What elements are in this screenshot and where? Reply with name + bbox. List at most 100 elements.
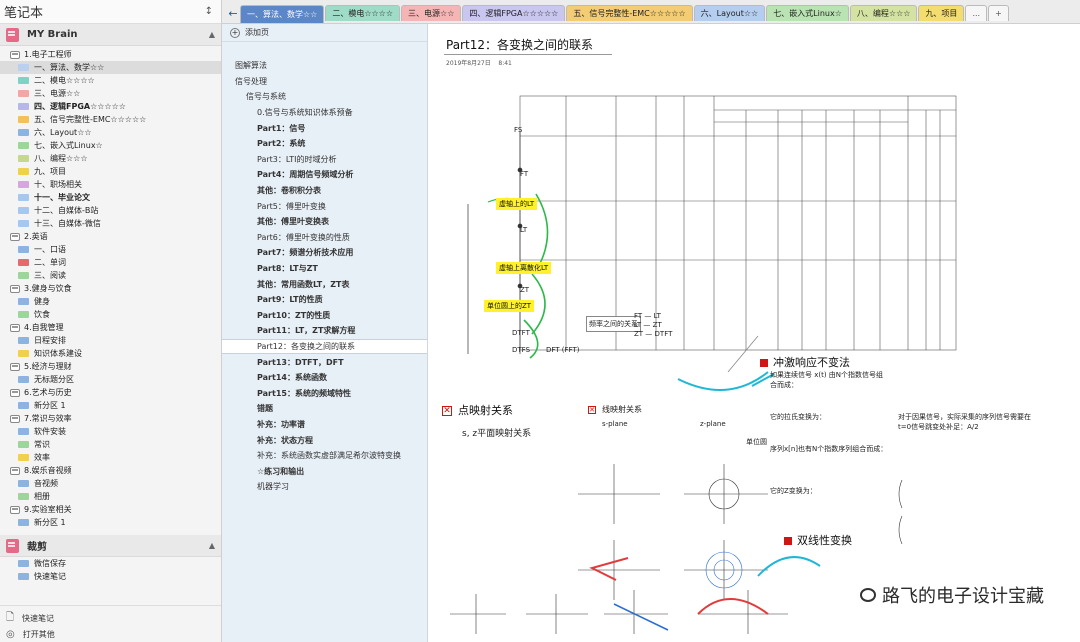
collapse-icon[interactable]: ▲	[208, 30, 215, 39]
section-item[interactable]: 微信保存	[0, 557, 221, 570]
note-canvas[interactable]: Part12：各变换之间的联系 2019年8月27日 8:41	[428, 24, 1080, 642]
notebook-clip[interactable]: 裁剪 ▲	[0, 535, 221, 557]
section-item[interactable]: 六、Layout☆☆	[0, 126, 221, 139]
page-item[interactable]: Part14：系统函数	[257, 373, 327, 383]
more-tabs-button[interactable]: ...	[965, 5, 988, 21]
page-item[interactable]: Part7：频谱分析技术应用	[257, 248, 354, 258]
add-page-button[interactable]: + 添加页	[222, 24, 427, 42]
checkbox-icon[interactable]: ✕	[588, 405, 596, 414]
section-tab-icon	[18, 64, 29, 71]
back-icon[interactable]: ←	[228, 6, 238, 20]
section-item[interactable]: 九、项目	[0, 165, 221, 178]
section-item[interactable]: 一、口语	[0, 243, 221, 256]
section-item[interactable]: 饮食	[0, 308, 221, 321]
page-item[interactable]: Part2：系统	[257, 139, 306, 149]
page-title[interactable]: Part12：各变换之间的联系	[446, 38, 593, 52]
page-item[interactable]: 信号处理	[235, 76, 267, 86]
page-item[interactable]: Part8：LT与ZT	[257, 264, 318, 274]
section-tab[interactable]: 七、嵌入式Linux☆	[766, 5, 849, 21]
page-item[interactable]: Part5：傅里叶变换	[257, 201, 326, 211]
section-tab[interactable]: 四、逻辑FPGA☆☆☆☆☆	[462, 5, 566, 21]
page-item[interactable]: Part15：系统的频域特性	[257, 388, 351, 398]
section-item[interactable]: 知识体系建设	[0, 347, 221, 360]
section-item[interactable]: 健身	[0, 295, 221, 308]
section-item[interactable]: 二、单词	[0, 256, 221, 269]
section-tab[interactable]: 三、电源☆☆	[401, 5, 462, 21]
section-tab[interactable]: 六、Layout☆☆	[693, 5, 766, 21]
page-item[interactable]: Part9：LT的性质	[257, 295, 323, 305]
section-group[interactable]: 2.英语	[0, 230, 221, 243]
section-group-icon	[10, 50, 20, 59]
section-item[interactable]: 新分区 1	[0, 399, 221, 412]
section-item[interactable]: 五、信号完整性-EMC☆☆☆☆☆	[0, 113, 221, 126]
section-item[interactable]: 十三、自媒体-微信	[0, 217, 221, 230]
open-other-link[interactable]: ◎打开其他	[6, 626, 221, 642]
open-icon: ◎	[6, 628, 15, 640]
page-item[interactable]: 补充：状态方程	[257, 435, 313, 445]
section-item[interactable]: 十、职场相关	[0, 178, 221, 191]
section-tab[interactable]: 八、编程☆☆☆	[849, 5, 918, 21]
section-item[interactable]: 新分区 1	[0, 516, 221, 529]
page-item[interactable]: 图解算法	[235, 61, 267, 71]
page-item[interactable]: Part1：信号	[257, 123, 306, 133]
section-item[interactable]: 无标题分区	[0, 373, 221, 386]
section-group[interactable]: 1.电子工程师	[0, 48, 221, 61]
section-tab-icon	[18, 350, 29, 357]
page-item[interactable]: Part4：周期信号频域分析	[257, 170, 354, 180]
section-group[interactable]: 7.常识与效率	[0, 412, 221, 425]
section-item[interactable]: 二、模电☆☆☆☆	[0, 74, 221, 87]
page-item[interactable]: Part11：LT，ZT求解方程	[257, 326, 356, 336]
label-dtft: DTFT	[512, 329, 530, 337]
quick-notes-link[interactable]: 🗋快速笔记	[6, 610, 221, 626]
page-item[interactable]: 错题	[257, 404, 273, 414]
section-item[interactable]: 软件安装	[0, 425, 221, 438]
section-tab[interactable]: 九、项目	[918, 5, 965, 21]
page-item[interactable]: Part12：各变换之间的联系	[222, 338, 427, 355]
section-group[interactable]: 3.健身与饮食	[0, 282, 221, 295]
section-item[interactable]: 常识	[0, 438, 221, 451]
checkbox-icon[interactable]: ✕	[442, 406, 452, 416]
page-item[interactable]: ☆练习和输出	[257, 466, 305, 476]
section-item[interactable]: 快速笔记	[0, 570, 221, 583]
freq-relation-label: 频率之间的关系	[589, 320, 638, 328]
page-item[interactable]: 0.信号与系统知识体系预备	[257, 108, 353, 118]
section-group[interactable]: 9.实验室相关	[0, 503, 221, 516]
section-tab[interactable]: 二、模电☆☆☆☆	[325, 5, 401, 21]
section-item[interactable]: 音视频	[0, 477, 221, 490]
section-group[interactable]: 4.自我管理	[0, 321, 221, 334]
section-item[interactable]: 效率	[0, 451, 221, 464]
section-item[interactable]: 七、嵌入式Linux☆	[0, 139, 221, 152]
page-item[interactable]: Part6：傅里叶变换的性质	[257, 232, 350, 242]
section-item[interactable]: 四、逻辑FPGA☆☆☆☆☆	[0, 100, 221, 113]
section-item[interactable]: 一、算法、数学☆☆	[0, 61, 221, 74]
page-item[interactable]: Part10：ZT的性质	[257, 310, 331, 320]
section-group[interactable]: 6.艺术与历史	[0, 386, 221, 399]
pin-icon[interactable]: ↕	[204, 6, 213, 17]
section-group[interactable]: 5.经济与理财	[0, 360, 221, 373]
section-item[interactable]: 三、电源☆☆	[0, 87, 221, 100]
section-item[interactable]: 八、编程☆☆☆	[0, 152, 221, 165]
page-item[interactable]: 其他：常用函数LT，ZT表	[257, 279, 350, 289]
page-item[interactable]: 其他：卷积积分表	[257, 186, 321, 196]
section-item[interactable]: 三、阅读	[0, 269, 221, 282]
section-tab[interactable]: 一、算法、数学☆☆	[240, 5, 325, 23]
section-group-icon	[10, 284, 20, 293]
notebook-my-brain[interactable]: MY Brain ▲	[0, 24, 221, 46]
section-tab[interactable]: 五、信号完整性-EMC☆☆☆☆☆	[566, 5, 693, 21]
add-section-button[interactable]: +	[988, 5, 1009, 21]
section-group[interactable]: 8.娱乐音视频	[0, 464, 221, 477]
page-item[interactable]: 补充：功率谱	[257, 419, 305, 429]
collapse-icon[interactable]: ▲	[208, 541, 215, 550]
section-item[interactable]: 十二、自媒体-B站	[0, 204, 221, 217]
section-item[interactable]: 日程安排	[0, 334, 221, 347]
page-item[interactable]: Part3：LTI的时域分析	[257, 154, 337, 164]
section-label: 二、单词	[34, 258, 66, 267]
page-item[interactable]: 其他：傅里叶变换表	[257, 217, 329, 227]
page-item[interactable]: 信号与系统	[246, 92, 286, 102]
page-item[interactable]: 补充：系统函数实虚部满足希尔波特变换	[257, 451, 401, 461]
quick-notes-label: 快速笔记	[22, 613, 55, 623]
section-item[interactable]: 相册	[0, 490, 221, 503]
page-item[interactable]: Part13：DTFT，DFT	[257, 357, 344, 367]
section-item[interactable]: 十一、毕业论文	[0, 191, 221, 204]
page-item[interactable]: 机器学习	[257, 482, 289, 492]
